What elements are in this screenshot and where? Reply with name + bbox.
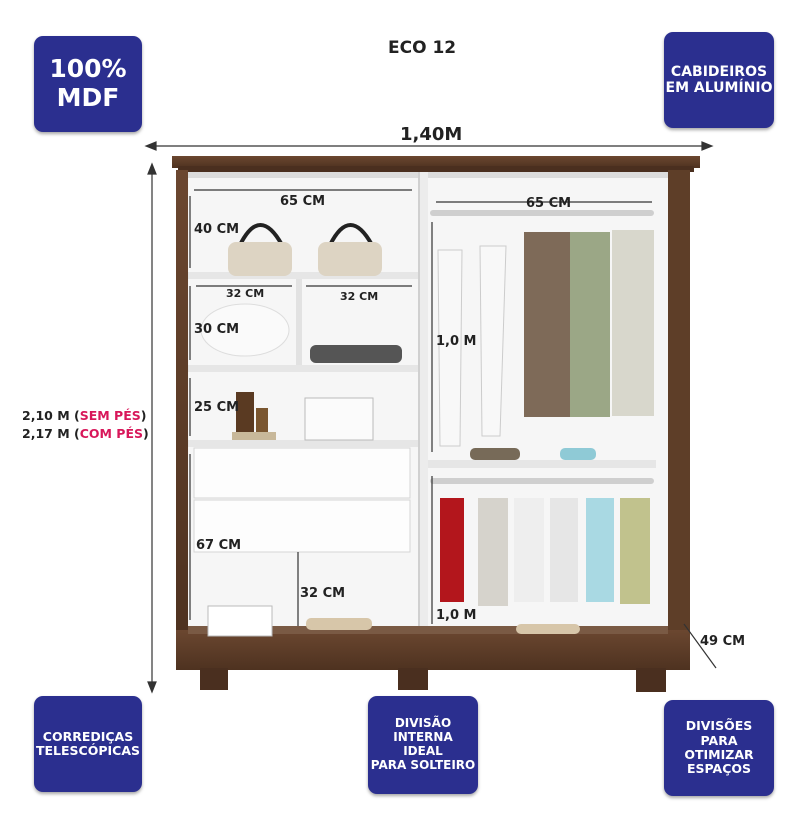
- badge-divisao-line3: PARA SOLTEIRO: [370, 757, 476, 772]
- badge-mdf-line2: MDF: [56, 83, 120, 112]
- hanging-shirt: [479, 245, 507, 437]
- hanging-shirt: [514, 498, 544, 602]
- right-shelf: [428, 460, 656, 468]
- handbag: [318, 223, 382, 276]
- depth-label: 49 CM: [700, 634, 746, 649]
- hanging-shirt: [550, 498, 578, 602]
- badge-divisoes-line2: PARA OTIMIZAR: [684, 732, 754, 762]
- measure-upper-hang: 1,0 M: [436, 334, 477, 349]
- measure-shelf-30: 30 CM: [194, 322, 240, 337]
- measure-shelf-25: 25 CM: [194, 400, 240, 415]
- hanging-red-shirt: [440, 498, 464, 602]
- folded-cloth: [200, 303, 290, 357]
- shelf: [188, 272, 418, 279]
- jars: [232, 392, 276, 440]
- measure-drawers: 67 CM: [196, 538, 242, 553]
- measure-right-width: 65 CM: [526, 196, 572, 211]
- shelf: [188, 440, 418, 447]
- handbag: [228, 223, 292, 276]
- drawer-2: [193, 499, 411, 553]
- height-com-pes-value: 2,17 M (: [22, 426, 80, 441]
- rod-upper: [430, 210, 654, 216]
- wardrobe-crown: [172, 156, 700, 168]
- hanging-dress: [570, 232, 610, 417]
- badge-corredicas-line1: CORREDIÇAS: [42, 728, 134, 744]
- badge-aluminio-line2: EM ALUMÍNIO: [665, 80, 773, 96]
- hanging-shirt: [478, 498, 508, 606]
- height-com-pes-note: COM PÉS: [79, 426, 143, 441]
- folded-sweater: [310, 345, 402, 363]
- badge-aluminio-line1: CABIDEIROS: [670, 63, 768, 80]
- measure-bottom: 32 CM: [300, 586, 346, 601]
- sandals: [306, 618, 372, 630]
- product-title: ECO 12: [388, 38, 457, 58]
- height-sem-pes-close: ): [140, 408, 147, 423]
- wardrobe-right-side: [668, 170, 690, 670]
- badge-divisoes-line3: ESPAÇOS: [686, 761, 752, 777]
- foot: [636, 668, 666, 692]
- measure-lower-hang: 1,0 M: [436, 608, 477, 623]
- badge-aluminio: CABIDEIROS EM ALUMÍNIO: [664, 32, 774, 128]
- hanging-shirt: [586, 498, 614, 602]
- badge-divisao-line1: DIVISÃO INTERNA: [393, 716, 453, 745]
- hanging-dress: [524, 232, 570, 417]
- center-divider: [418, 172, 428, 632]
- foot: [200, 668, 228, 690]
- height-sem-pes: 2,10 M (SEM PÉS): [22, 408, 146, 423]
- badge-divisoes-line1: DIVISÕES: [685, 718, 753, 734]
- height-com-pes: 2,17 M (COM PÉS): [22, 426, 149, 441]
- foot: [398, 668, 428, 690]
- badge-corredicas-line2: TELESCÓPICAS: [35, 743, 141, 758]
- height-sem-pes-note: SEM PÉS: [79, 408, 141, 423]
- height-com-pes-close: ): [143, 426, 149, 441]
- wardrobe-floor: [176, 630, 690, 670]
- badge-divisoes: DIVISÕES PARA OTIMIZAR ESPAÇOS: [664, 700, 774, 796]
- shoebox: [207, 605, 273, 637]
- measure-top-left-height: 40 CM: [194, 222, 240, 237]
- folded-towel: [560, 448, 596, 460]
- measure-top-left-width: 65 CM: [280, 194, 326, 209]
- rod-lower: [430, 478, 654, 484]
- shelf: [188, 365, 418, 372]
- folded-shoes: [470, 448, 520, 460]
- hanging-shirt: [437, 249, 463, 447]
- wardrobe-left-side: [176, 170, 188, 640]
- sandals: [516, 624, 580, 634]
- storage-box: [304, 397, 374, 441]
- drawer-1: [193, 447, 411, 499]
- badge-mdf: 100% MDF: [34, 36, 142, 132]
- badge-divisao-line2: IDEAL: [403, 744, 443, 758]
- height-sem-pes-value: 2,10 M (: [22, 408, 80, 423]
- width-label: 1,40M: [400, 124, 463, 145]
- badge-divisao: DIVISÃO INTERNA IDEAL PARA SOLTEIRO: [368, 696, 478, 794]
- badge-mdf-line1: 100%: [49, 54, 127, 84]
- measure-mid-left-width: 32 CM: [226, 287, 265, 300]
- depth-line: [683, 623, 717, 669]
- hanging-dress: [612, 230, 654, 416]
- measure-mid-right-width: 32 CM: [340, 290, 379, 303]
- badge-corredicas: CORREDIÇAS TELESCÓPICAS: [34, 696, 142, 792]
- hanging-shirt: [620, 498, 650, 604]
